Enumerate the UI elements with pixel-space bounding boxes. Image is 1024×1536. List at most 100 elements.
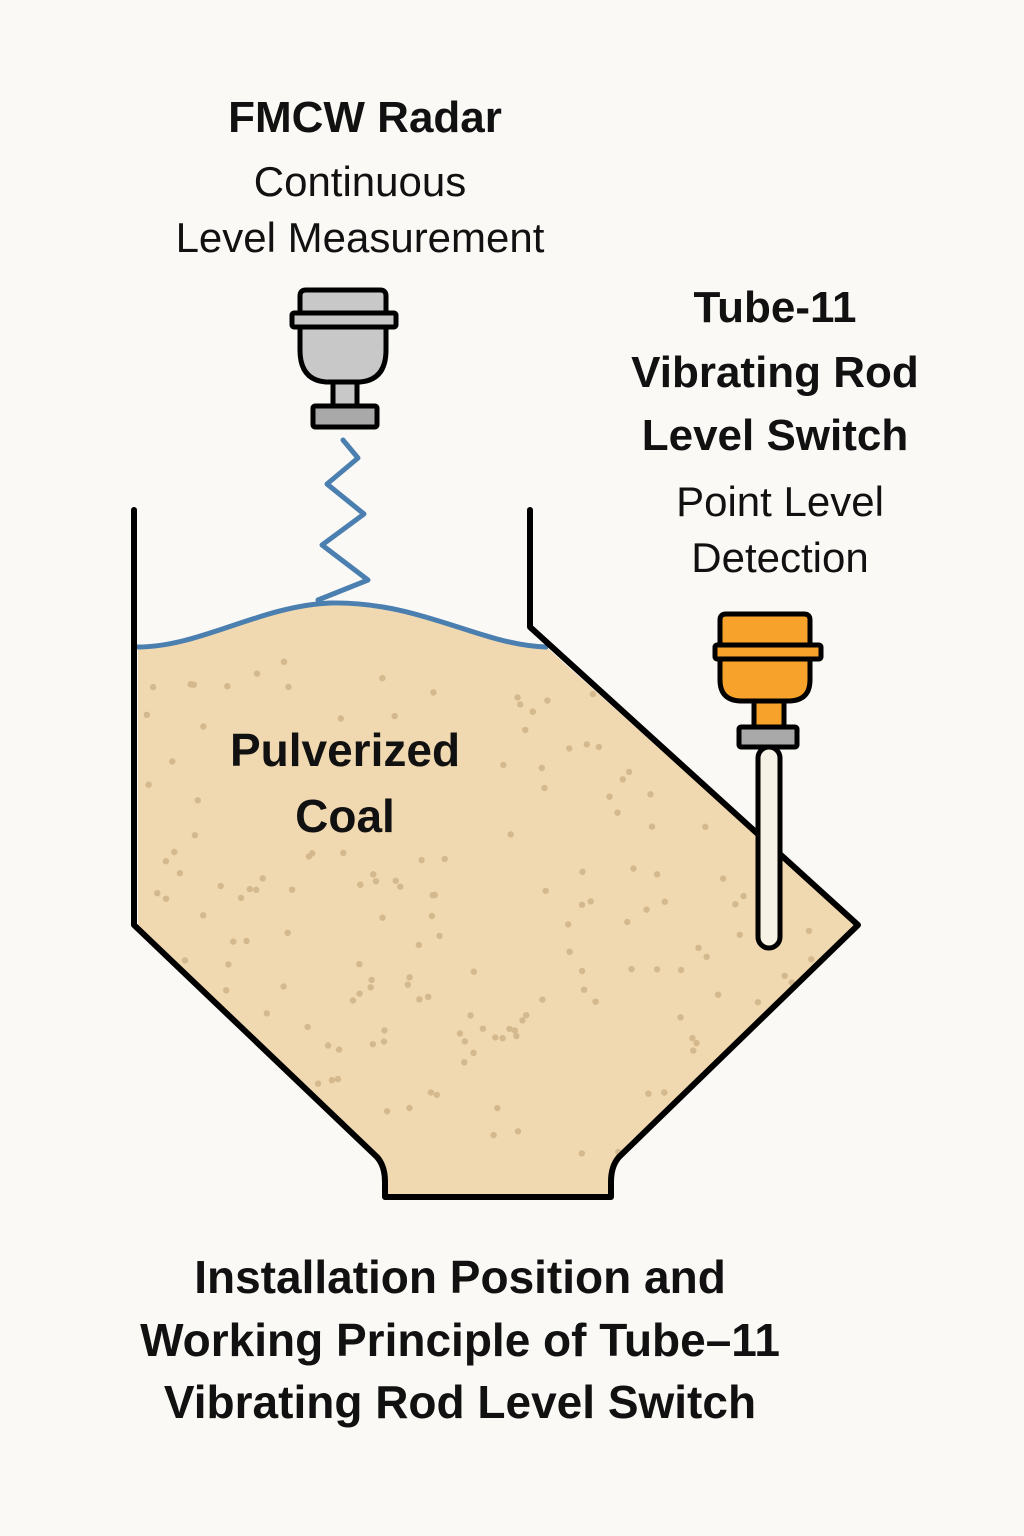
coal-particle xyxy=(653,966,661,973)
coal-particle xyxy=(677,1014,684,1021)
coal-particle xyxy=(542,887,549,895)
coal-particle xyxy=(415,941,423,949)
coal-particle xyxy=(754,999,762,1006)
coal-particle xyxy=(391,712,398,720)
silo-wall-left xyxy=(131,507,861,1200)
coal-particle xyxy=(223,987,230,994)
radar-sensor-icon xyxy=(289,287,399,430)
figure-caption: Installation Position and xyxy=(194,1251,726,1303)
coal-particle xyxy=(309,850,316,857)
coal-particle xyxy=(589,690,597,698)
coal-particle xyxy=(805,927,813,935)
coal-particle xyxy=(372,878,380,885)
coal-particle xyxy=(541,784,548,792)
coal-particle xyxy=(259,875,266,882)
coal-particle xyxy=(736,931,743,939)
coal-particle xyxy=(288,886,296,893)
coal-particle xyxy=(653,871,661,878)
coal-particle xyxy=(406,974,413,981)
coal-particle xyxy=(517,701,524,708)
coal-particle xyxy=(648,823,656,830)
coal-particle xyxy=(356,990,363,997)
switch-subtitle: Detection xyxy=(691,534,869,581)
coal-particle xyxy=(695,944,702,951)
coal-particle xyxy=(237,894,245,902)
switch-title: Level Switch xyxy=(641,411,909,460)
coal-particle xyxy=(494,1104,501,1112)
coal-particle xyxy=(367,984,374,991)
coal-particle xyxy=(624,918,631,926)
coal-particle xyxy=(513,1032,520,1040)
coal-particle xyxy=(381,1027,388,1034)
coal-particle xyxy=(625,768,633,776)
coal-particle xyxy=(224,683,231,690)
coal-particle xyxy=(578,1150,586,1157)
switch-title: Tube-11 xyxy=(693,283,857,332)
coal-particle xyxy=(190,681,197,688)
coal-particle xyxy=(433,1091,440,1099)
coal-particle xyxy=(500,761,507,769)
coal-particle xyxy=(430,689,437,696)
coal-particle xyxy=(169,758,176,765)
coal-particle xyxy=(337,715,344,722)
coal-particle xyxy=(200,912,207,919)
coal-particle xyxy=(379,914,386,921)
coal-particle xyxy=(431,891,438,899)
coal-particle xyxy=(614,809,621,816)
coal-particle xyxy=(715,991,722,998)
coal-particle xyxy=(693,1039,700,1047)
figure-caption: Working Principle of Tube–11 xyxy=(140,1314,780,1366)
coal-particle xyxy=(369,1041,376,1048)
coal-particle xyxy=(538,764,545,772)
vibrating-rod-switch-icon xyxy=(712,611,824,951)
coal-particle xyxy=(357,881,364,888)
coal-particle xyxy=(578,967,586,975)
coal-particle xyxy=(441,855,448,863)
coal-particle xyxy=(263,1010,270,1017)
coal-particle xyxy=(529,708,536,715)
coal-particle xyxy=(461,1059,468,1066)
coal-particle xyxy=(661,898,668,905)
material-surface-line xyxy=(135,600,549,650)
coal-particle xyxy=(492,1034,499,1041)
coal-particle xyxy=(781,972,788,979)
coal-particle xyxy=(470,1049,477,1057)
coal-particle xyxy=(181,957,189,964)
coal-particle xyxy=(428,912,436,920)
coal-particle xyxy=(194,797,201,804)
coal-particle xyxy=(380,1038,388,1045)
coal-particle xyxy=(467,1012,474,1019)
coal-particle xyxy=(280,983,287,990)
coal-particle xyxy=(506,1025,513,1033)
coal-particle xyxy=(285,683,292,691)
radar-subtitle: Continuous xyxy=(253,158,467,205)
coal-particle xyxy=(578,901,586,908)
coal-particle xyxy=(519,1017,526,1024)
coal-particle xyxy=(379,674,386,682)
coal-particle xyxy=(328,1076,336,1084)
coal-particle xyxy=(720,875,727,882)
coal-particles xyxy=(143,658,815,1157)
coal-particle xyxy=(566,948,573,955)
coal-particle xyxy=(703,953,710,960)
coal-particle xyxy=(284,929,291,936)
coal-particle xyxy=(630,865,637,872)
coal-particle xyxy=(243,937,250,945)
coal-particle xyxy=(314,1080,322,1087)
coal-particle xyxy=(732,901,739,908)
coal-particle xyxy=(425,993,432,1000)
coal-particle xyxy=(200,723,207,730)
coal-particle xyxy=(324,1042,332,1049)
coal-particle xyxy=(592,998,599,1005)
coal-particle xyxy=(340,849,347,856)
coal-particle xyxy=(149,683,157,691)
coal-particle xyxy=(162,895,170,902)
coal-particle xyxy=(643,906,650,913)
material-label: Coal xyxy=(295,790,395,842)
coal-particle xyxy=(171,848,178,856)
coal-particle xyxy=(580,986,588,993)
radar-subtitle: Level Measurement xyxy=(175,214,545,261)
coal-particle xyxy=(522,726,529,734)
coal-particle xyxy=(566,745,573,752)
